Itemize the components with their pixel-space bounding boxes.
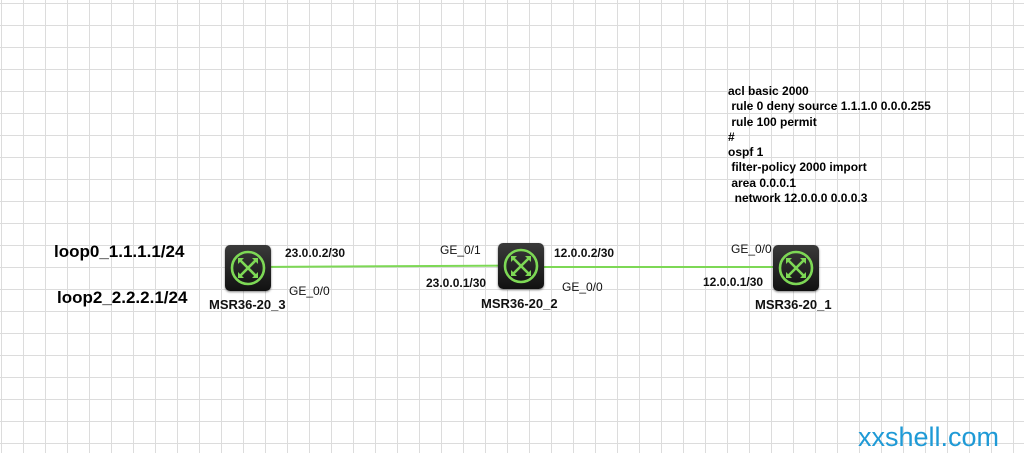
device-name-r3: MSR36-20_3 [209,297,286,312]
config-line: area 0.0.0.1 [728,175,797,190]
config-line: ospf 1 [728,145,764,160]
router-icon [503,248,539,284]
router-msr36-20-2[interactable] [498,243,544,289]
link-r3-r2 [247,264,523,268]
router-icon [778,250,814,286]
device-name-r1: MSR36-20_1 [755,297,832,312]
link1-r3-ip: 23.0.0.2/30 [285,246,346,260]
config-line: filter-policy 2000 import [728,160,867,175]
config-line: rule 0 deny source 1.1.1.0 0.0.0.255 [728,99,931,114]
link2-r1-ip: 12.0.0.1/30 [703,275,764,289]
config-block: acl basic 2000 rule 0 deny source 1.1.1.… [728,84,931,206]
link-r2-r1 [522,266,796,268]
router-msr36-20-1[interactable] [773,245,819,291]
link1-r3-port: GE_0/0 [289,284,330,298]
router-icon [230,250,266,286]
link1-r2-ip: 23.0.0.1/30 [426,276,487,290]
loopback-label-2: loop2_2.2.2.1/24 [57,288,188,307]
watermark: xxshell.com [858,422,1000,452]
config-line: # [728,129,735,144]
device-name-r2: MSR36-20_2 [481,296,558,311]
link2-r2-ip: 12.0.0.2/30 [554,246,615,260]
link1-r2-port: GE_0/1 [440,243,481,257]
config-line: network 12.0.0.0 0.0.0.3 [728,191,868,206]
link2-r1-port: GE_0/0 [731,242,772,256]
loopback-label-0: loop0_1.1.1.1/24 [54,242,185,261]
config-line: acl basic 2000 [728,84,809,98]
router-msr36-20-3[interactable] [225,245,271,291]
link2-r2-port: GE_0/0 [562,280,603,294]
config-line: rule 100 permit [728,114,817,129]
